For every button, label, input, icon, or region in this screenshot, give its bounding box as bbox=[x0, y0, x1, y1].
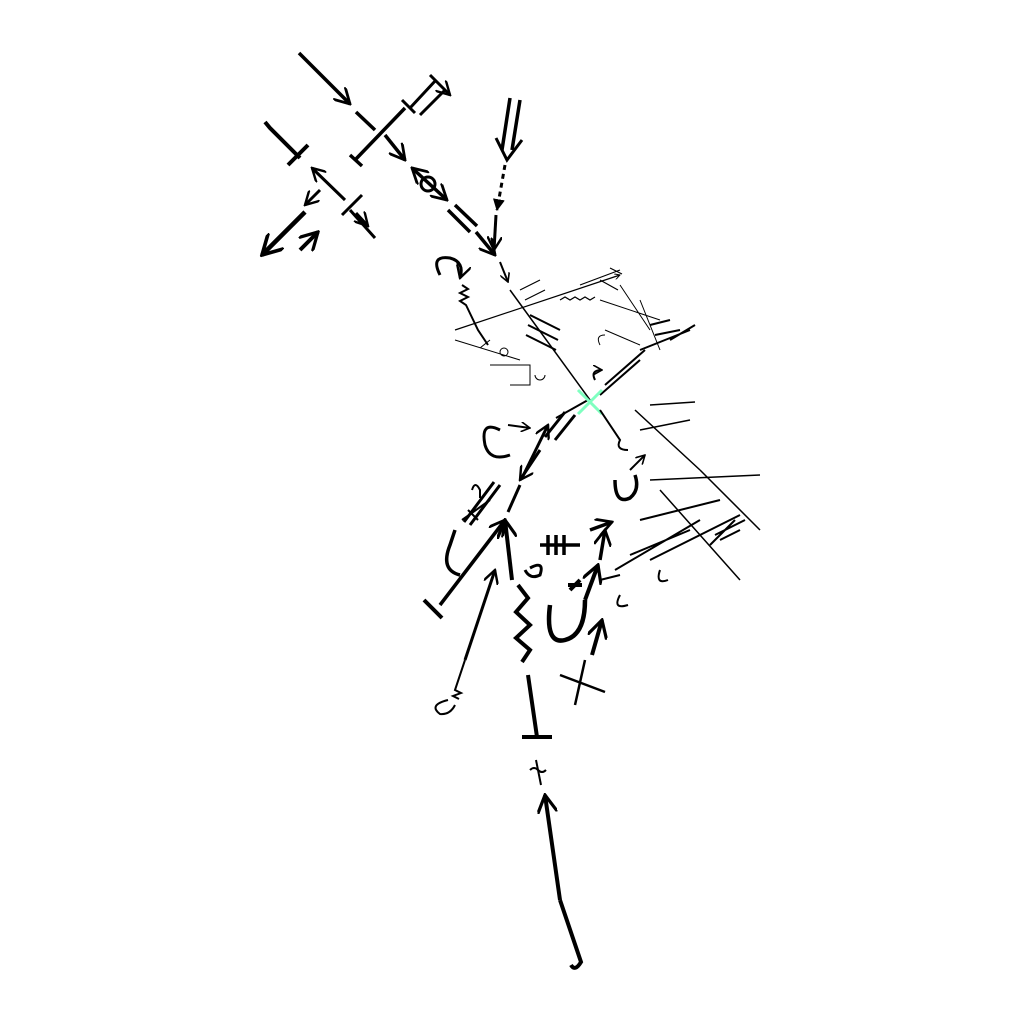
hook-glyph bbox=[434, 699, 456, 716]
lower-left-arrow-chain bbox=[422, 411, 577, 716]
upper-fine-cluster bbox=[435, 256, 696, 396]
left-cross-cluster bbox=[262, 120, 375, 255]
hook-glyph bbox=[435, 256, 462, 278]
cross-marker bbox=[576, 388, 604, 416]
hook-glyph bbox=[523, 563, 543, 579]
tee-glyph bbox=[522, 674, 552, 739]
arrow-glyph bbox=[545, 795, 562, 901]
arrow-glyph bbox=[506, 484, 522, 513]
hook-glyph bbox=[558, 899, 584, 970]
squiggle-glyph bbox=[529, 767, 547, 773]
lower-right-arrow-chain bbox=[540, 401, 761, 706]
squiggle-glyph bbox=[457, 284, 489, 346]
hook-glyph bbox=[482, 425, 511, 459]
hook-glyph bbox=[546, 599, 588, 643]
top-double-arrow-chain bbox=[494, 97, 524, 250]
bottom-arrow-chain bbox=[505, 399, 589, 970]
squiggle-glyph bbox=[512, 583, 533, 664]
arrow-glyph bbox=[505, 520, 512, 581]
top-left-arrow-chain bbox=[297, 51, 591, 401]
arrow-glyph bbox=[535, 759, 542, 786]
